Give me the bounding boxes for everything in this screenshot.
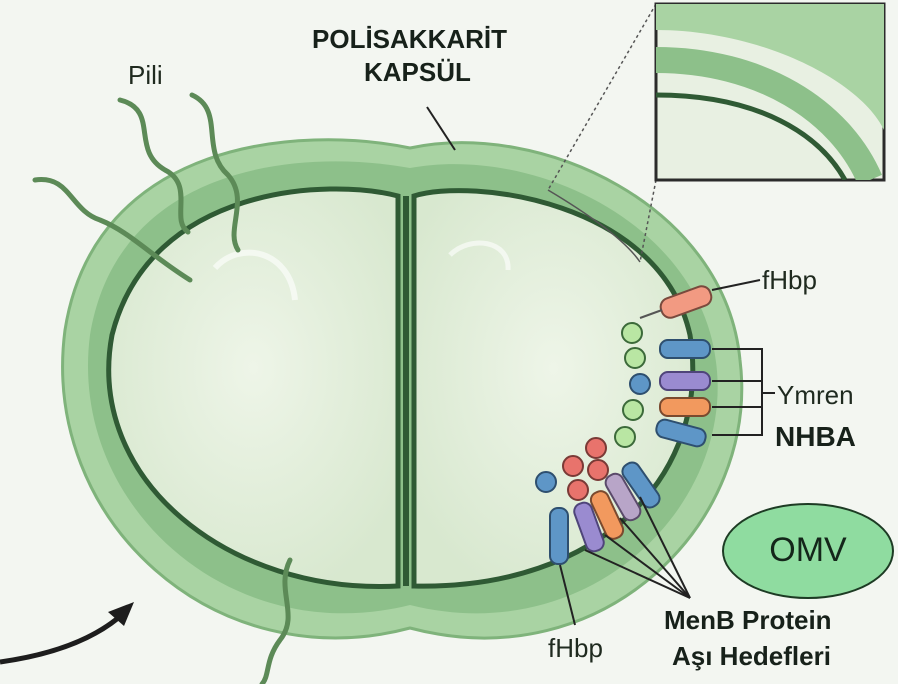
membrane-protein-icon <box>550 508 568 564</box>
membrane-protein-icon <box>660 398 710 416</box>
bead-icon <box>563 456 583 476</box>
bead-icon <box>588 460 608 480</box>
bead-icon <box>568 480 588 500</box>
pointer-arrow-icon <box>0 602 134 662</box>
bead-icon <box>536 472 556 492</box>
menb-label-line1: MenB Protein <box>664 605 832 636</box>
nhba-label: NHBA <box>775 421 856 453</box>
fhbp-bottom-label: fHbp <box>548 633 603 664</box>
bead-icon <box>615 427 635 447</box>
capsule-label-line1: POLİSAKKARİT <box>312 24 507 55</box>
menb-label-line2: Aşı Hedefleri <box>672 641 831 672</box>
fhbp-top-label: fHbp <box>762 265 817 296</box>
pili-label: Pili <box>128 60 163 91</box>
ymren-label: Ymren <box>777 380 854 411</box>
zoom-inset-icon <box>548 4 884 262</box>
bead-icon <box>630 374 650 394</box>
bead-icon <box>622 323 642 343</box>
omv-label: OMV <box>724 531 892 570</box>
capsule-label-line2: KAPSÜL <box>364 57 471 88</box>
membrane-protein-icon <box>660 340 710 358</box>
bead-icon <box>586 438 606 458</box>
membrane-protein-icon <box>660 372 710 390</box>
bead-icon <box>623 400 643 420</box>
omv-badge: OMV <box>722 503 894 599</box>
bead-icon <box>625 348 645 368</box>
